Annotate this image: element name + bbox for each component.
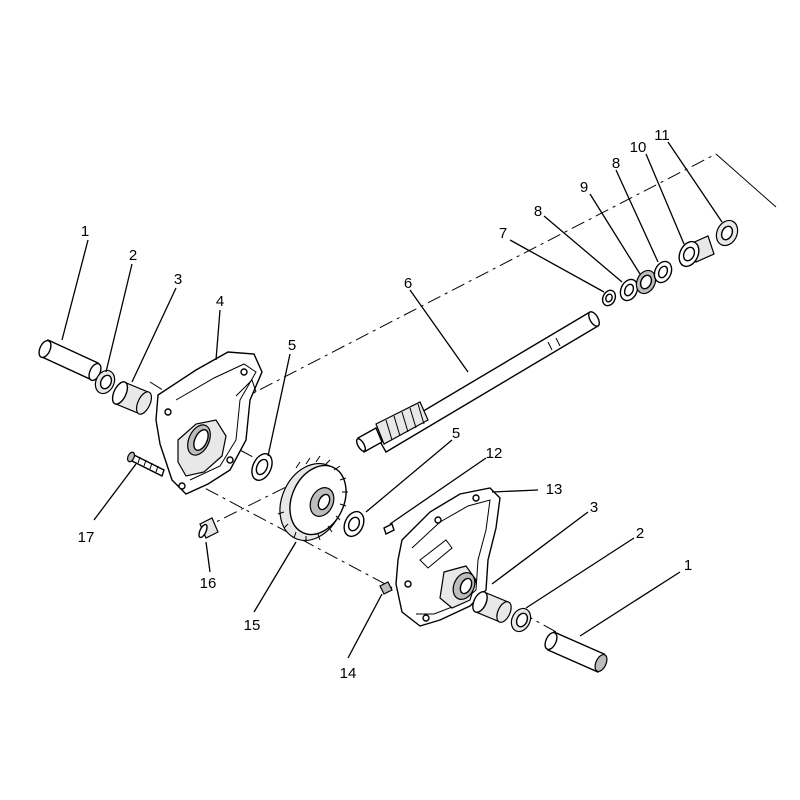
part-8-washer-a [619, 278, 639, 302]
callout-2-left: 2 [129, 247, 137, 264]
callout-16: 16 [200, 575, 217, 592]
part-7-washer [601, 289, 617, 307]
part-9-thrust-bearing [635, 269, 657, 295]
part-13-housing-right [395, 487, 501, 627]
part-6-worm-shaft [355, 311, 600, 453]
part-2-nut-left [94, 369, 116, 395]
leader-lines [61, 141, 723, 659]
callout-2-right: 2 [636, 525, 644, 542]
callout-5-right: 5 [452, 425, 460, 442]
callout-15: 15 [244, 617, 261, 634]
callout-8-a: 8 [534, 203, 542, 220]
callout-14: 14 [340, 665, 357, 682]
part-11-nut [715, 219, 739, 247]
callout-5-left: 5 [288, 337, 296, 354]
part-1-pin-left [38, 339, 102, 382]
part-17-bolt [126, 451, 165, 477]
part-15-worm-gear [277, 455, 348, 542]
part-16-spacer [198, 517, 219, 539]
callout-6: 6 [404, 275, 412, 292]
callout-3-right: 3 [590, 499, 598, 516]
part-1-pin-right [544, 631, 608, 673]
part-8-washer-b [653, 260, 673, 284]
callout-7: 7 [499, 225, 507, 242]
callout-9: 9 [580, 179, 588, 196]
callout-3-left: 3 [174, 271, 182, 288]
part-4-housing-left [155, 351, 263, 495]
callout-11: 11 [654, 127, 670, 144]
callout-1-left: 1 [81, 223, 89, 240]
callout-12: 12 [486, 445, 503, 462]
callout-13: 13 [546, 481, 563, 498]
callout-8-b: 8 [612, 155, 620, 172]
part-14-set-screw [379, 581, 393, 595]
part-2-nut-right [510, 607, 532, 633]
callout-1-right: 1 [684, 557, 692, 574]
callout-10: 10 [630, 139, 647, 156]
callout-17: 17 [78, 529, 95, 546]
part-3-bushing-right [472, 591, 512, 623]
callout-labels: 1 2 3 4 5 6 7 8 9 8 10 11 5 12 13 3 2 1 … [78, 127, 693, 682]
part-10-flanged-bushing [678, 235, 715, 268]
part-3-bushing-left [111, 381, 153, 415]
part-5-washer-left [251, 453, 273, 481]
part-12-key [383, 523, 395, 535]
part-5-washer-right [343, 510, 365, 538]
callout-4: 4 [216, 293, 224, 310]
